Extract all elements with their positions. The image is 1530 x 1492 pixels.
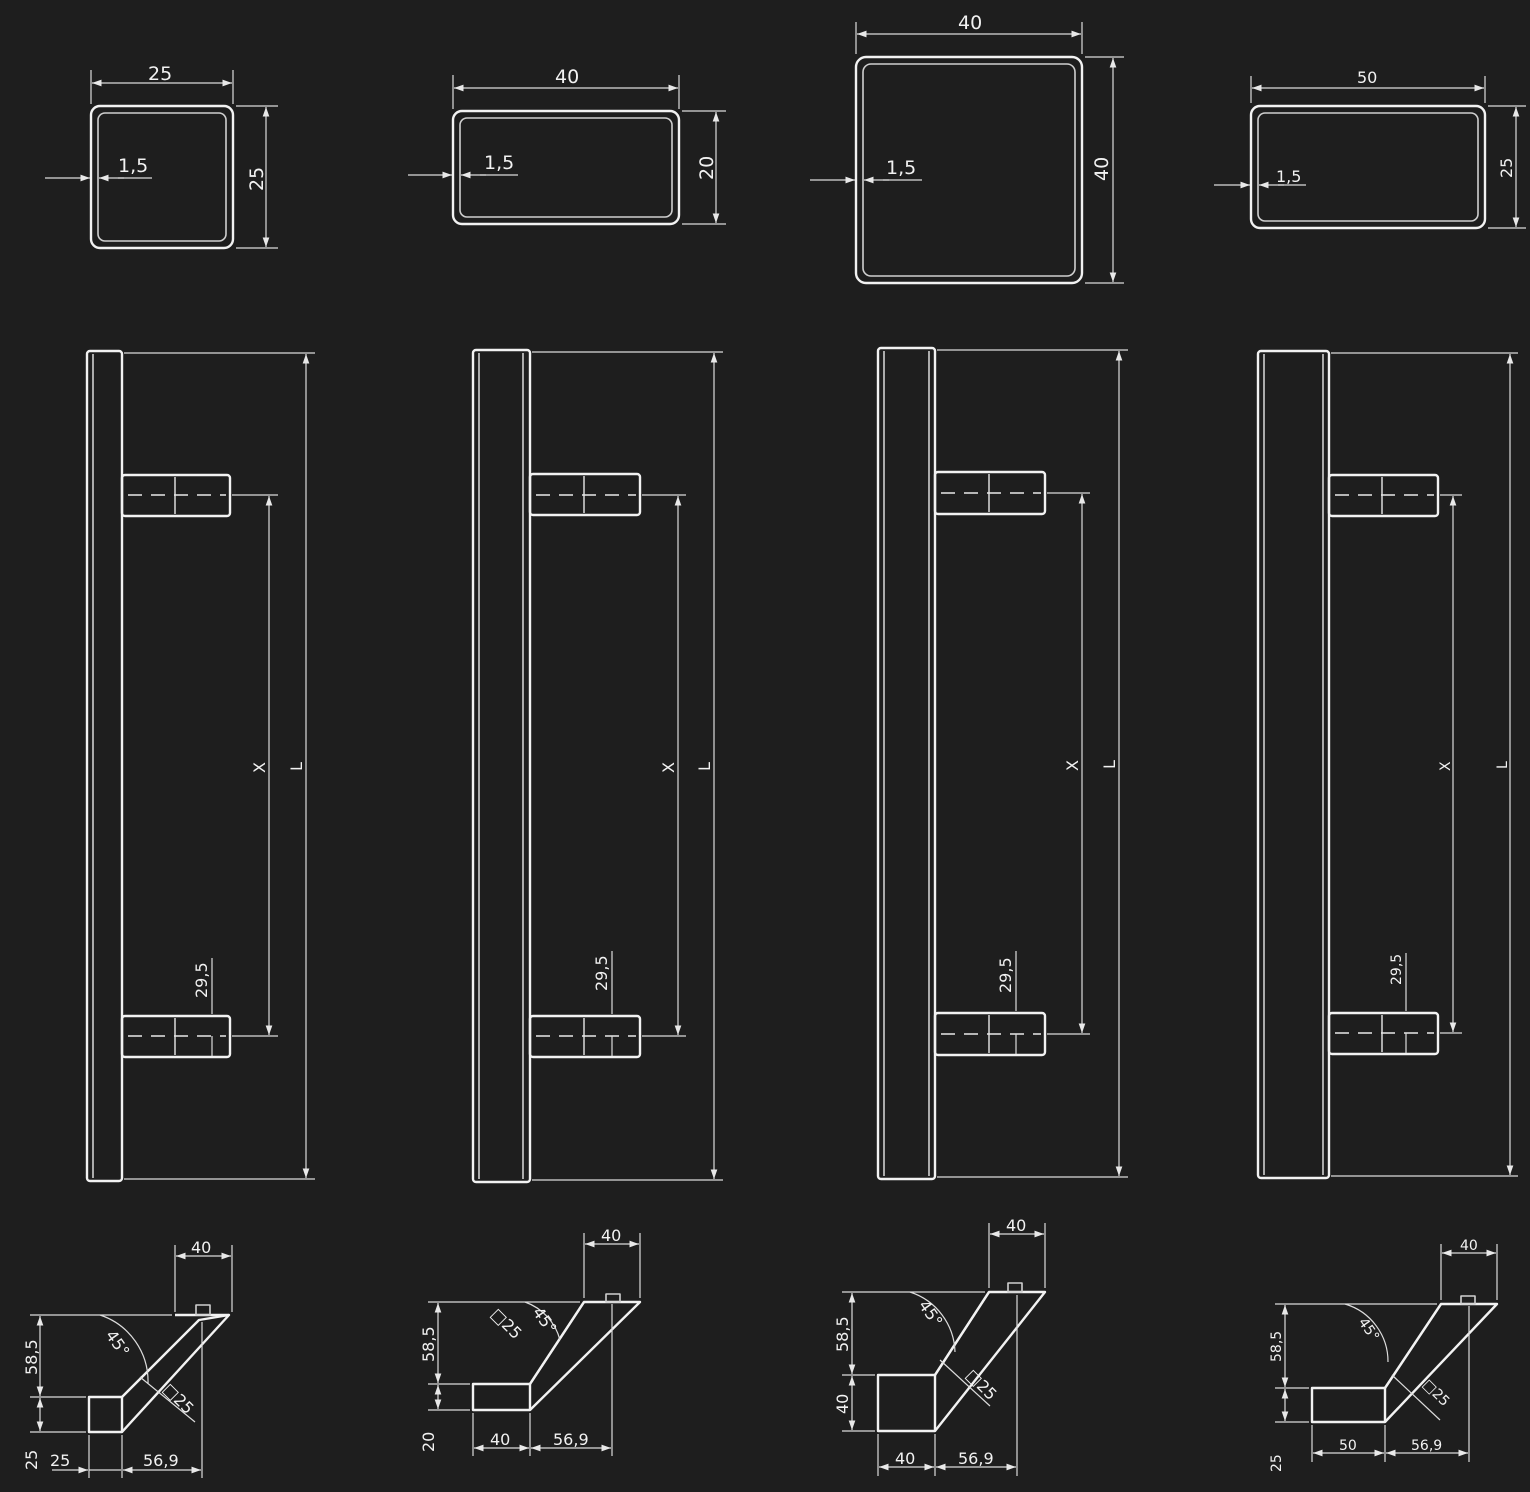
handle-elevation-2: 29,5 X L <box>471 348 723 1184</box>
center-distance-label: X <box>659 762 678 773</box>
offset-label: 29,5 <box>1389 954 1405 985</box>
profile-height-label: 25 <box>1497 158 1516 178</box>
detail-angle-label: 45° <box>915 1296 947 1330</box>
detail-bar-w-label: 40 <box>895 1449 915 1468</box>
profile-height-label: 20 <box>696 156 718 180</box>
detail-height-label: 58,5 <box>22 1339 41 1375</box>
offset-label: 29,5 <box>192 962 211 998</box>
detail-projection-label: 56,9 <box>143 1451 179 1470</box>
profile-section-4: 50 25 1,5 <box>1214 68 1526 230</box>
detail-projection-label: 56,9 <box>553 1430 589 1449</box>
handle-elevation-1: 29,5 X L <box>85 349 315 1183</box>
profile-height-label: 40 <box>1091 157 1113 181</box>
offset-label: 29,5 <box>592 955 611 991</box>
detail-angle-label: 45° <box>529 1303 561 1337</box>
detail-height-label: 58,5 <box>833 1316 852 1352</box>
detail-bar-w-label: 40 <box>490 1430 510 1449</box>
offset-label: 29,5 <box>996 957 1015 993</box>
profile-width-label: 25 <box>148 63 172 85</box>
detail-projection-label: 56,9 <box>958 1449 994 1468</box>
detail-leg-label: □25 <box>487 1304 526 1343</box>
profile-section-3: 40 40 1,5 <box>810 12 1124 285</box>
handle-elevation-4: 29,5 X L <box>1256 349 1518 1180</box>
detail-angle-label: 45° <box>1355 1315 1382 1345</box>
mount-detail-2: 40 58,5 20 45° □25 40 56,9 <box>419 1226 642 1456</box>
detail-top-label: 40 <box>191 1238 211 1257</box>
profile-wall-label: 1,5 <box>484 152 514 174</box>
profile-section-1: 25 25 1,5 <box>45 63 278 250</box>
detail-bar-h-label: 40 <box>833 1394 852 1414</box>
length-label: L <box>695 762 714 771</box>
length-label: L <box>1100 760 1119 769</box>
detail-bar-h-label: 25 <box>22 1450 41 1470</box>
center-distance-label: X <box>1063 760 1082 771</box>
profile-section-2: 40 20 1,5 <box>408 66 726 226</box>
detail-height-label: 58,5 <box>1269 1331 1285 1362</box>
detail-bar-h-label: 20 <box>419 1432 438 1452</box>
mount-detail-4: 40 58,5 25 45° □25 50 56,9 <box>1269 1238 1499 1472</box>
detail-top-label: 40 <box>1460 1238 1478 1254</box>
detail-projection-label: 56,9 <box>1411 1438 1442 1454</box>
profile-width-label: 40 <box>958 12 982 34</box>
center-distance-label: X <box>1438 761 1454 771</box>
length-label: L <box>1495 761 1511 769</box>
detail-top-label: 40 <box>1006 1216 1026 1235</box>
profile-wall-label: 1,5 <box>1276 167 1301 186</box>
detail-angle-label: 45° <box>102 1326 134 1360</box>
mount-detail-3: 40 58,5 40 45° □25 40 56,9 <box>833 1216 1047 1476</box>
detail-bar-w-label: 50 <box>1339 1438 1357 1454</box>
detail-bar-w-label: 25 <box>50 1451 70 1470</box>
profile-height-label: 25 <box>246 167 268 191</box>
handle-elevation-3: 29,5 X L <box>876 346 1128 1181</box>
mount-detail-1: 40 58,5 25 45° □25 25 56,9 <box>22 1238 233 1478</box>
profile-wall-label: 1,5 <box>886 157 916 179</box>
detail-bar-h-label: 25 <box>1269 1454 1285 1472</box>
detail-top-label: 40 <box>601 1226 621 1245</box>
profile-width-label: 40 <box>555 66 579 88</box>
center-distance-label: X <box>250 762 269 773</box>
profile-width-label: 50 <box>1357 68 1377 87</box>
length-label: L <box>287 762 306 771</box>
profile-wall-label: 1,5 <box>118 155 148 177</box>
detail-height-label: 58,5 <box>419 1326 438 1362</box>
